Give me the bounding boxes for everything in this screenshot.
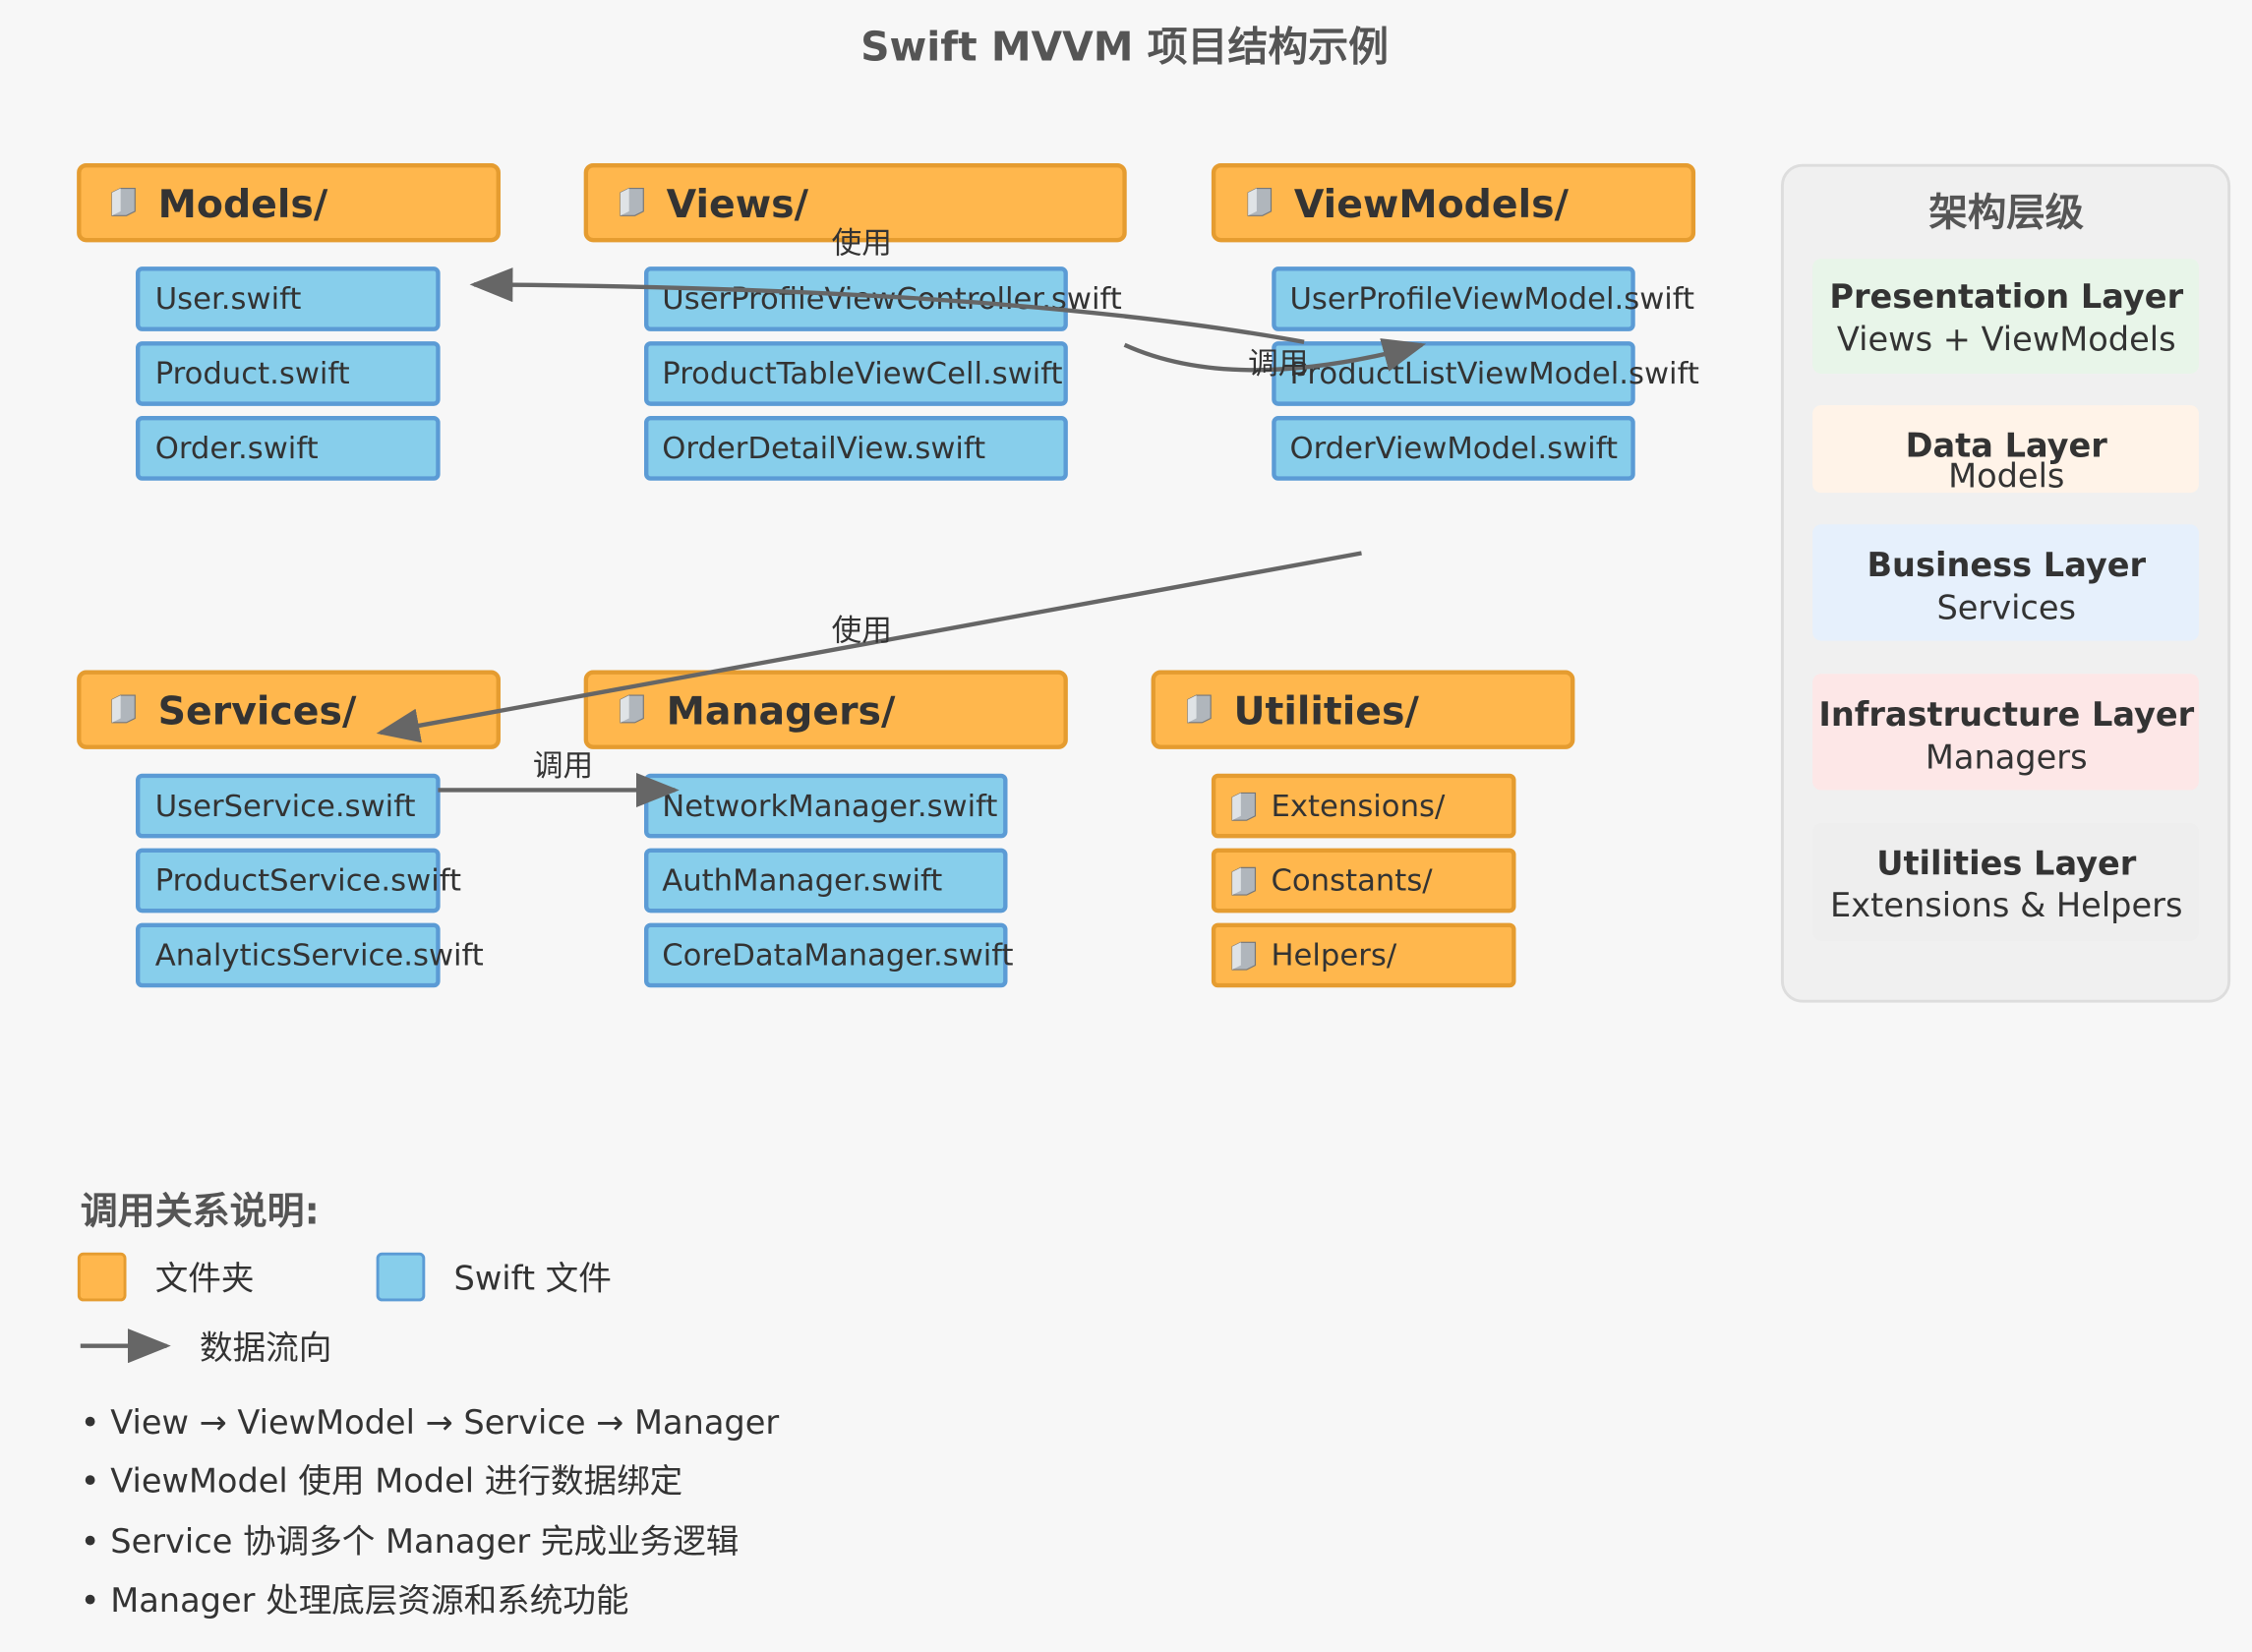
arrow-label: 调用	[533, 749, 593, 784]
svg-text:OrderViewModel.swift: OrderViewModel.swift	[1289, 432, 1618, 466]
svg-text:OrderDetailView.swift: OrderDetailView.swift	[662, 432, 985, 466]
legend-flow-label: 数据流向	[200, 1328, 331, 1367]
folder-icon	[620, 187, 645, 217]
arrow-view-to-model	[469, 267, 1305, 344]
svg-text:ProductTableViewCell.swift: ProductTableViewCell.swift	[662, 357, 1062, 391]
folder-icon	[111, 187, 137, 217]
subfolder-extensions: Extensions/	[1211, 773, 1516, 839]
folder-label: Models/	[158, 182, 328, 227]
folder-views: Views/	[583, 162, 1127, 243]
folder-label: Views/	[667, 182, 809, 227]
legend: 调用关系说明: 文件夹 Swift 文件 数据流向 • View → ViewM…	[77, 1190, 780, 1620]
svg-text:Utilities Layer: Utilities Layer	[1876, 845, 2137, 883]
svg-text:ProductService.swift: ProductService.swift	[155, 864, 461, 899]
folder-label: Utilities/	[1234, 688, 1420, 734]
svg-text:Views + ViewModels: Views + ViewModels	[1837, 321, 2176, 359]
folder-label: ViewModels/	[1294, 182, 1570, 227]
file-userprofilevm: UserProfileViewModel.swift	[1272, 266, 1694, 331]
folder-label: Managers/	[667, 688, 896, 734]
folder-icon	[111, 694, 137, 724]
svg-text:Data Layer: Data Layer	[1906, 427, 2108, 465]
folder-icon	[1231, 866, 1257, 896]
page-title: Swift MVVM 项目结构示例	[860, 24, 1389, 71]
legend-note: • View → ViewModel → Service → Manager	[81, 1403, 780, 1442]
svg-text:User.swift: User.swift	[155, 282, 302, 317]
svg-text:Business Layer: Business Layer	[1867, 546, 2146, 584]
folder-managers: Managers/	[583, 670, 1068, 749]
arrow-viewmodel-to-service	[376, 551, 1362, 743]
folder-icon	[620, 694, 645, 724]
file-orderdetailview: OrderDetailView.swift	[644, 416, 1068, 481]
file-authmanager: AuthManager.swift	[644, 848, 1008, 914]
svg-text:Services: Services	[1936, 589, 2076, 627]
legend-title: 调用关系说明:	[81, 1190, 320, 1233]
folder-utilities: Utilities/	[1151, 670, 1575, 749]
svg-text:UserService.swift: UserService.swift	[155, 790, 416, 824]
panel-title: 架构层级	[1928, 191, 2084, 236]
file-productlistvm: ProductListViewModel.swift	[1272, 341, 1699, 406]
folder-icon	[1247, 187, 1273, 217]
svg-text:Managers: Managers	[1926, 738, 2088, 777]
folder-icon	[1231, 792, 1257, 821]
legend-note: • ViewModel 使用 Model 进行数据绑定	[81, 1462, 682, 1501]
svg-text:Infrastructure Layer: Infrastructure Layer	[1818, 695, 2194, 734]
arrow-view-to-viewmodel	[1123, 338, 1427, 373]
legend-folder-label: 文件夹	[155, 1260, 255, 1298]
subfolder-helpers: Helpers/	[1211, 922, 1516, 988]
svg-text:Extensions/: Extensions/	[1272, 790, 1446, 824]
legend-folder-swatch	[77, 1252, 127, 1302]
svg-text:CoreDataManager.swift: CoreDataManager.swift	[662, 939, 1013, 974]
legend-file-swatch	[376, 1252, 426, 1302]
file-product: Product.swift	[136, 341, 441, 406]
file-userprofilevc: UserProfileViewController.swift	[644, 266, 1122, 331]
arrow-label: 使用	[832, 615, 892, 649]
svg-text:NetworkManager.swift: NetworkManager.swift	[662, 790, 997, 824]
svg-text:Extensions & Helpers: Extensions & Helpers	[1830, 886, 2182, 924]
subfolder-constants: Constants/	[1211, 848, 1516, 914]
file-ordervm: OrderViewModel.swift	[1272, 416, 1635, 481]
file-user: User.swift	[136, 266, 441, 331]
file-analyticsservice: AnalyticsService.swift	[136, 922, 484, 988]
folder-services: Services/	[77, 670, 501, 749]
svg-text:Order.swift: Order.swift	[155, 432, 319, 466]
file-coredatamanager: CoreDataManager.swift	[644, 922, 1014, 988]
file-order: Order.swift	[136, 416, 441, 481]
file-producttablecell: ProductTableViewCell.swift	[644, 341, 1068, 406]
svg-text:ProductListViewModel.swift: ProductListViewModel.swift	[1289, 357, 1698, 391]
file-productservice: ProductService.swift	[136, 848, 461, 914]
legend-note: • Manager 处理底层资源和系统功能	[81, 1581, 629, 1620]
svg-text:Models: Models	[1948, 456, 2064, 495]
arrow-label: 调用	[1248, 347, 1308, 382]
svg-text:UserProfileViewModel.swift: UserProfileViewModel.swift	[1289, 282, 1694, 317]
svg-text:Presentation Layer: Presentation Layer	[1829, 277, 2183, 316]
svg-text:Helpers/: Helpers/	[1272, 939, 1397, 974]
legend-note: • Service 协调多个 Manager 完成业务逻辑	[81, 1522, 740, 1561]
folder-label: Services/	[158, 688, 357, 734]
svg-text:AnalyticsService.swift: AnalyticsService.swift	[155, 939, 484, 974]
file-networkmanager: NetworkManager.swift	[644, 773, 1008, 839]
folder-models: Models/	[77, 162, 501, 243]
folder-viewmodels: ViewModels/	[1211, 162, 1696, 243]
arrow-label: 使用	[832, 226, 892, 261]
svg-text:Constants/: Constants/	[1272, 864, 1434, 899]
legend-file-label: Swift 文件	[454, 1260, 612, 1298]
svg-text:AuthManager.swift: AuthManager.swift	[662, 864, 942, 899]
svg-text:Product.swift: Product.swift	[155, 357, 350, 391]
folder-icon	[1231, 941, 1257, 971]
folder-icon	[1187, 694, 1212, 724]
file-userservice: UserService.swift	[136, 773, 441, 839]
